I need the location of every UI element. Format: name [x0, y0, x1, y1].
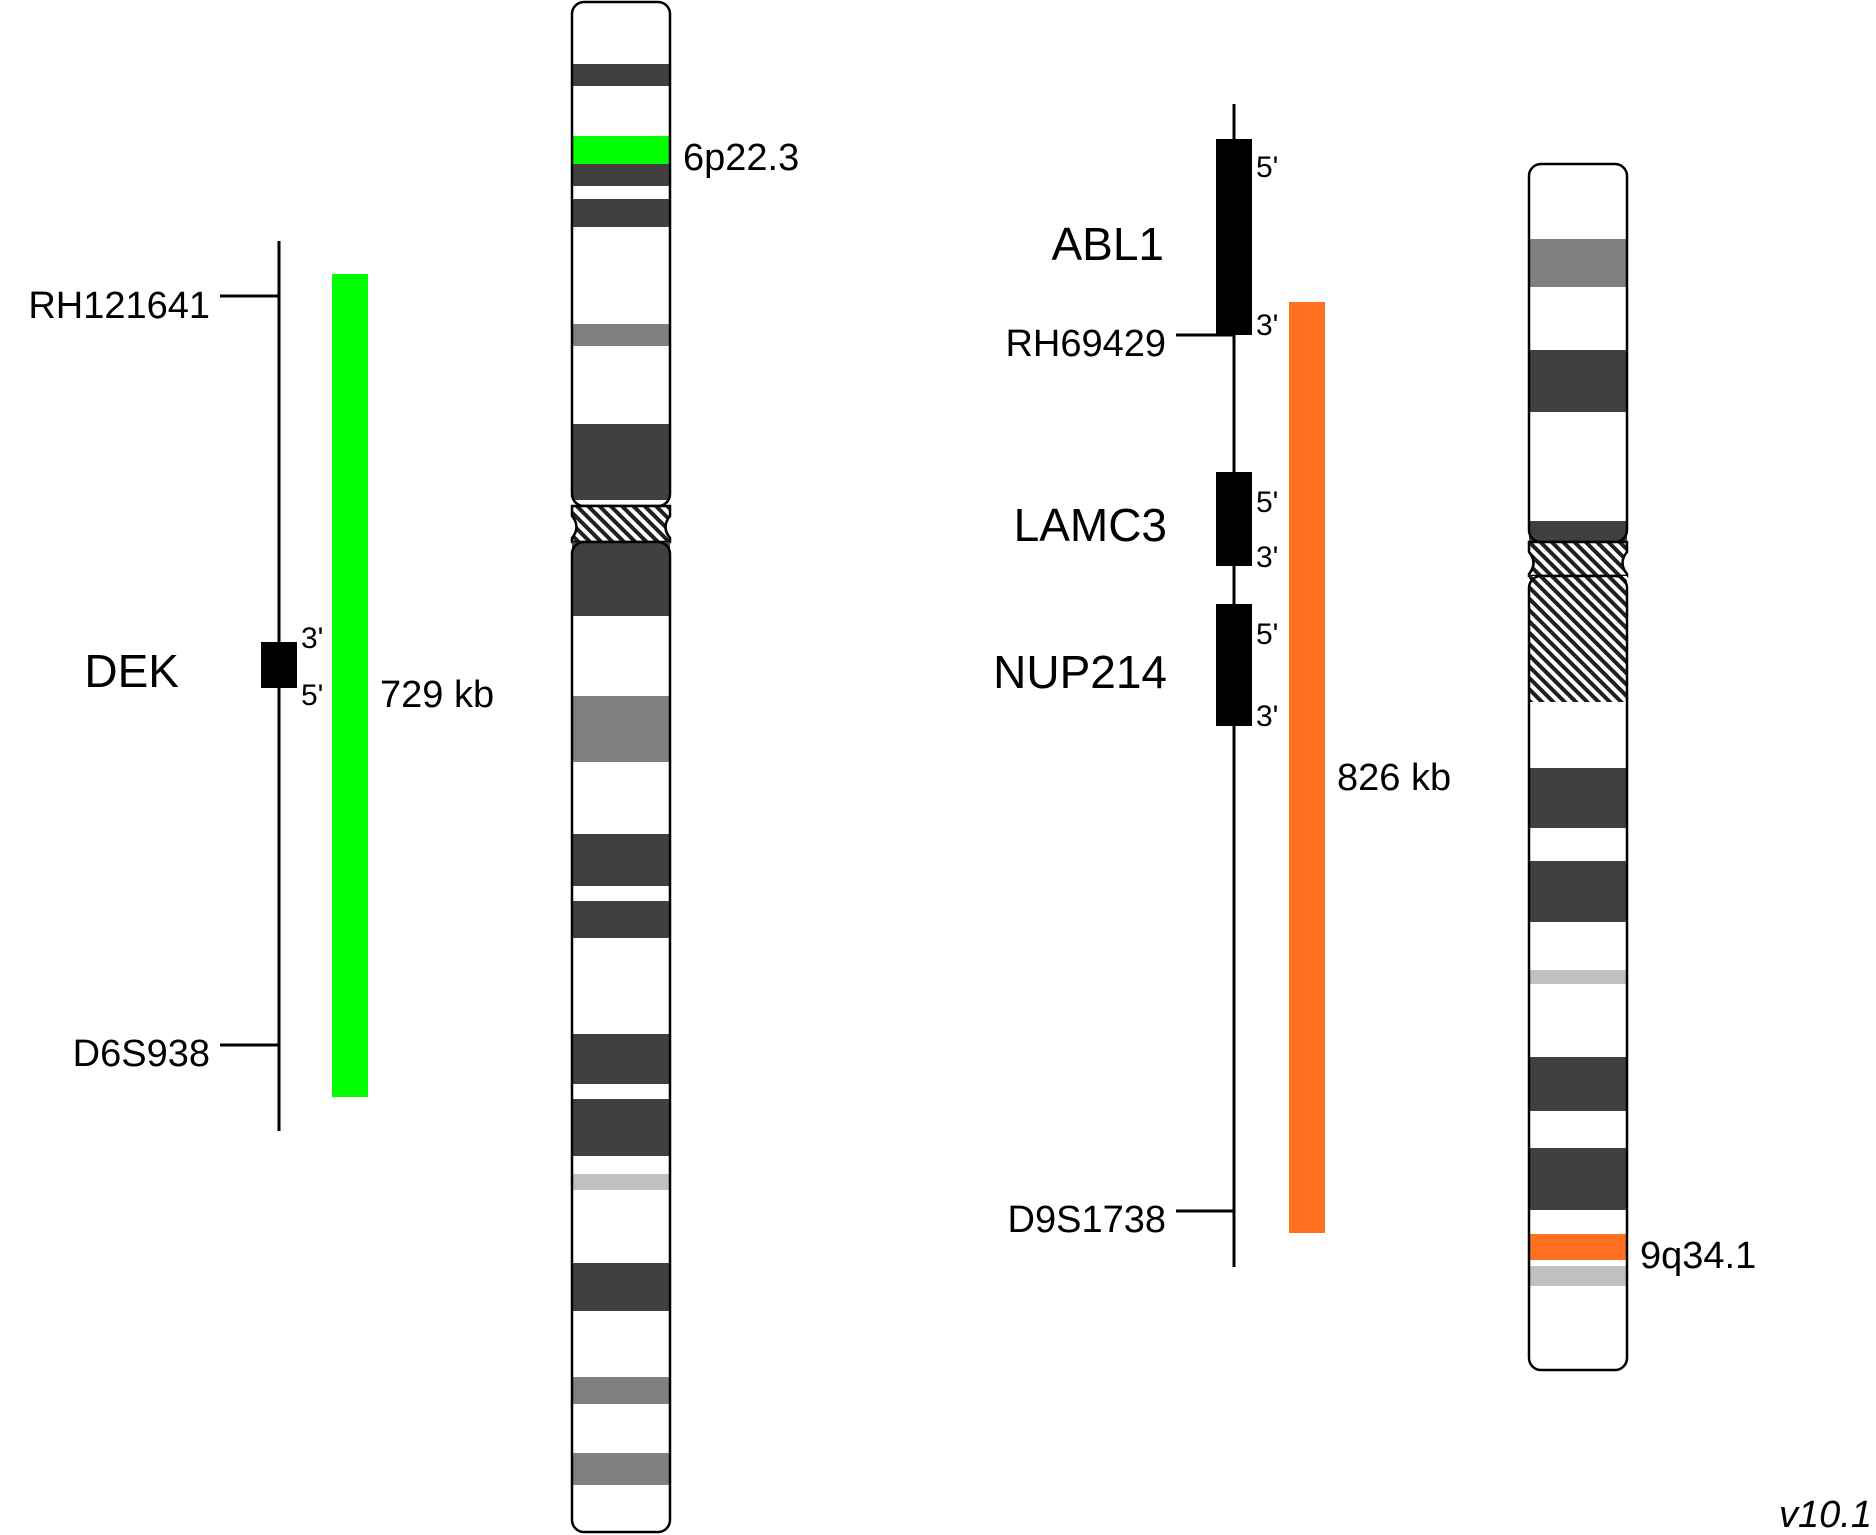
chr9-band-9q34-1	[1529, 1234, 1627, 1260]
gene-dek-end-bottom: 5'	[301, 679, 323, 712]
chr9-band	[1529, 521, 1627, 542]
band-9q34-1-label: 9q34.1	[1640, 1235, 1756, 1277]
chr6-band	[572, 424, 670, 500]
chr6-band	[572, 324, 670, 346]
gene-abl1-label: ABL1	[1051, 218, 1164, 270]
gene-nup214-label: NUP214	[993, 646, 1167, 698]
gene-abl1-end-bottom: 3'	[1256, 309, 1278, 342]
probe-6p-bar	[332, 274, 368, 1097]
chromosome-9-ideogram: 9q34.1	[1527, 162, 1756, 1372]
gene-dek-label: DEK	[84, 645, 179, 697]
marker-d6s938-label: D6S938	[73, 1033, 210, 1075]
chr6-band	[572, 1263, 670, 1311]
chr9-band	[1529, 350, 1627, 412]
gene-lamc3-label: LAMC3	[1014, 499, 1167, 551]
marker-rh69429-label: RH69429	[1005, 323, 1166, 365]
chr6-band	[572, 542, 670, 616]
chr9-q-arm-outline	[1527, 574, 1629, 1372]
gene-lamc3-box	[1216, 472, 1252, 566]
gene-nup214-box	[1216, 604, 1252, 726]
chr6-band	[572, 1034, 670, 1084]
chr9-band	[1529, 1266, 1627, 1286]
chromosome-6-ideogram: 6p22.3	[570, 0, 799, 1534]
gene-lamc3-end-bottom: 3'	[1256, 541, 1278, 574]
chr9-band	[1529, 970, 1627, 984]
band-6p22-3-label: 6p22.3	[683, 137, 799, 179]
marker-d9s1738-label: D9S1738	[1008, 1199, 1166, 1241]
chr6-band	[572, 199, 670, 227]
probe-9q-bar	[1289, 302, 1325, 1233]
chr6-band	[572, 1453, 670, 1485]
chr6-band	[572, 834, 670, 886]
chr6-band-6p22-3	[572, 136, 670, 164]
gene-dek-end-top: 3'	[301, 622, 323, 655]
chr6-band	[572, 1099, 670, 1156]
chr6-band	[572, 1377, 670, 1404]
chr6-band	[572, 901, 670, 938]
chr9-band	[1529, 1057, 1627, 1111]
probe-6p-map: RH121641 D6S938 DEK 3' 5' 729 kb	[28, 241, 494, 1131]
probe-6p-size-label: 729 kb	[380, 674, 494, 716]
chr6-band	[572, 696, 670, 762]
chr6-q-arm-outline	[570, 540, 672, 1534]
chr6-band	[572, 64, 670, 86]
gene-abl1-end-top: 5'	[1256, 151, 1278, 184]
chr9-centromere	[1527, 540, 1629, 578]
gene-abl1-box	[1216, 139, 1252, 335]
chr9-band	[1529, 768, 1627, 828]
chr6-band	[572, 164, 670, 186]
gene-lamc3-end-top: 5'	[1256, 486, 1278, 519]
probe-9q-size-label: 826 kb	[1337, 757, 1451, 799]
gene-nup214-end-bottom: 3'	[1256, 700, 1278, 733]
chr9-heterochromatin	[1529, 576, 1627, 702]
chr6-p-arm	[572, 2, 670, 506]
chr9-band	[1529, 239, 1627, 287]
chr6-centromere	[570, 504, 672, 544]
gene-dek-box	[261, 642, 297, 688]
chr9-band	[1529, 861, 1627, 922]
probe-9q-map: ABL1 5' 3' LAMC3 5' 3' NUP214 5' 3' RH69…	[993, 104, 1451, 1267]
version-label: v10.1	[1779, 1494, 1872, 1535]
gene-nup214-end-top: 5'	[1256, 618, 1278, 651]
chr6-band	[572, 1174, 670, 1190]
chr9-band	[1529, 1148, 1627, 1210]
marker-rh121641-label: RH121641	[28, 285, 210, 327]
